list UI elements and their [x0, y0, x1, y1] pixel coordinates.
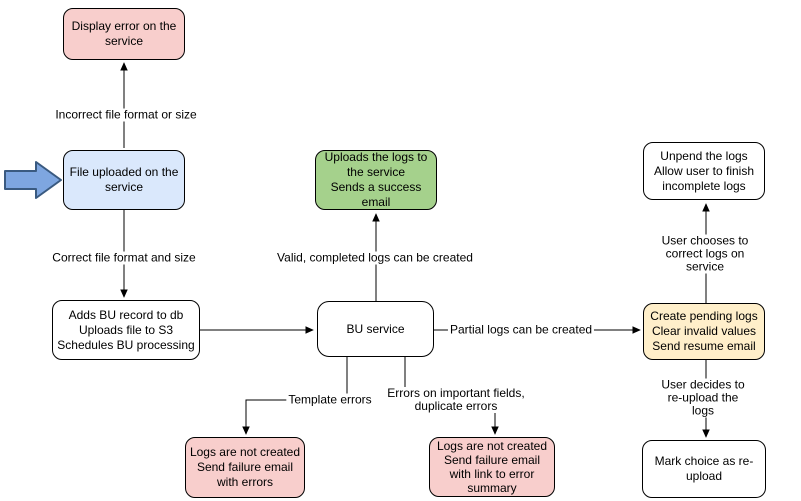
node-logs-not-created-errors: Logs are not created Send failure email … [185, 437, 305, 498]
edge-label-incorrect-format: Incorrect file format or size [53, 107, 199, 122]
node-display-error: Display error on the service [63, 8, 185, 60]
edge-label-user-reuploads: User decides to re-upload the logs [654, 378, 752, 418]
node-upload-success: Uploads the logs to the service Sends a … [315, 150, 437, 210]
node-mark-reupload: Mark choice as re- upload [642, 440, 766, 498]
edge-label-user-corrects: User chooses to correct logs on service [657, 234, 753, 274]
edge-label-template-errors: Template errors [286, 392, 374, 407]
node-adds-bu-record: Adds BU record to db Uploads file to S3 … [52, 300, 200, 360]
node-bu-service: BU service [317, 301, 434, 357]
edge-label-correct-format: Correct file format and size [50, 250, 198, 265]
node-logs-not-created-summary: Logs are not created Send failure email … [429, 437, 555, 497]
edge-label-important-field-errors: Errors on important fields, duplicate er… [385, 386, 527, 413]
node-create-pending-logs: Create pending logs Clear invalid values… [643, 303, 765, 360]
edge-label-valid-logs: Valid, completed logs can be created [275, 250, 475, 265]
edge-label-partial-logs: Partial logs can be created [447, 322, 595, 337]
node-file-uploaded: File uploaded on the service [63, 150, 185, 210]
node-unpend-logs: Unpend the logs Allow user to finish inc… [643, 142, 765, 200]
input-arrow-icon [4, 161, 62, 199]
